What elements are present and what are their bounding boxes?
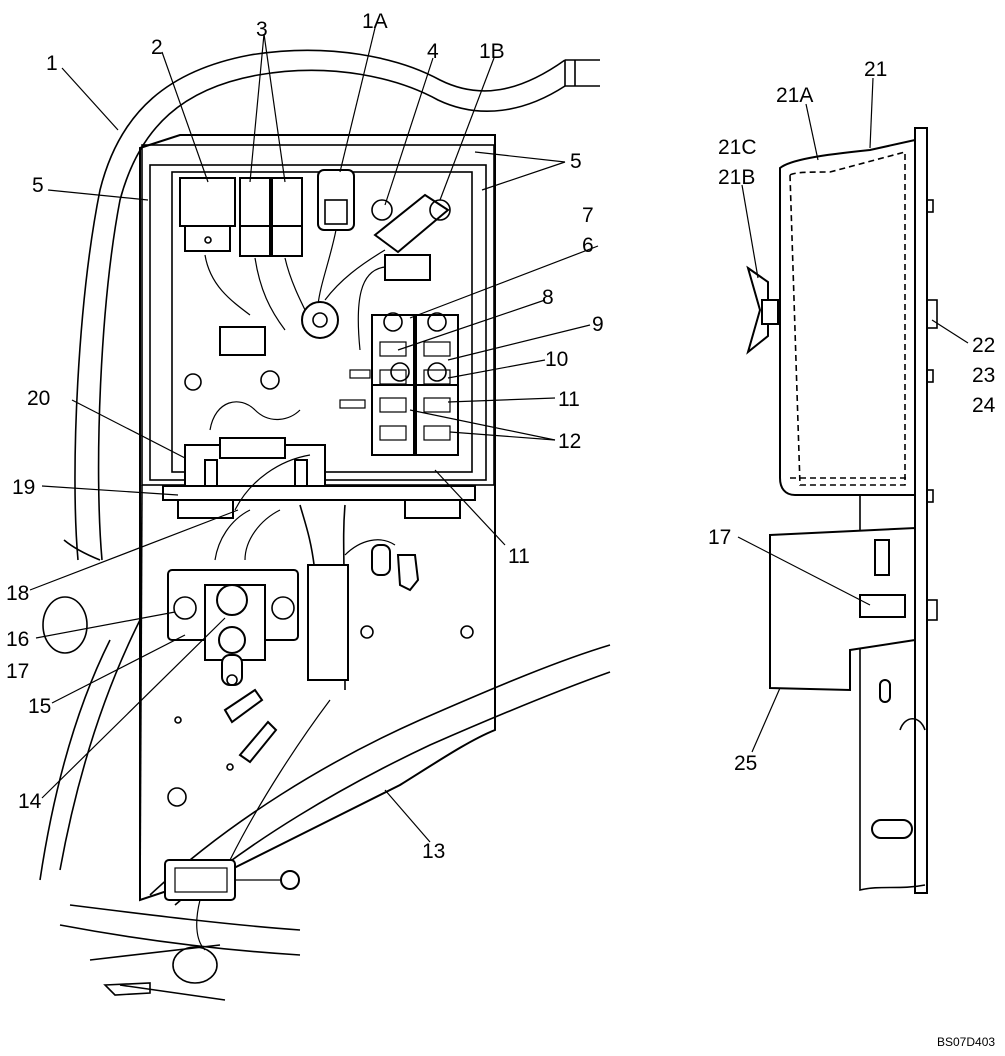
harness-bundle <box>223 504 420 861</box>
label-20: 20 <box>27 387 50 410</box>
lower-module <box>162 401 476 519</box>
label-21c: 21C <box>718 136 757 159</box>
label-11-lower: 11 <box>508 545 530 568</box>
main-cable <box>39 596 611 1001</box>
label-21a: 21A <box>776 84 813 107</box>
wing-nut <box>746 265 779 355</box>
label-3: 3 <box>256 18 268 41</box>
harness-tube <box>63 49 600 561</box>
label-16: 16 <box>6 628 29 651</box>
label-23: 23 <box>972 364 995 387</box>
label-1a: 1A <box>362 10 388 33</box>
connector-1a <box>317 169 355 306</box>
bottom-connector <box>164 859 300 951</box>
label-4: 4 <box>427 40 439 63</box>
label-6: 6 <box>582 234 594 257</box>
label-17-left: 17 <box>6 660 29 683</box>
connector-1b <box>324 193 451 301</box>
label-10: 10 <box>545 348 568 371</box>
label-21b: 21B <box>718 166 755 189</box>
label-17-right: 17 <box>708 526 731 549</box>
label-13: 13 <box>422 840 445 863</box>
label-15: 15 <box>28 695 51 718</box>
label-9: 9 <box>592 313 604 336</box>
label-14: 14 <box>18 790 42 813</box>
label-25: 25 <box>734 752 757 775</box>
label-11-upper: 11 <box>558 388 580 411</box>
ground-stud <box>184 301 339 391</box>
label-22: 22 <box>972 334 995 357</box>
label-18: 18 <box>6 582 29 605</box>
connector-7 <box>357 254 431 351</box>
label-19: 19 <box>12 476 35 499</box>
label-24: 24 <box>972 394 996 417</box>
label-1b: 1B <box>479 40 505 63</box>
label-12: 12 <box>558 430 581 453</box>
label-5-left: 5 <box>32 174 44 197</box>
label-5-right: 5 <box>570 150 582 173</box>
callout-labels: 1 2 3 1A 4 1B 5 5 7 6 8 9 10 11 12 11 20… <box>6 10 996 1049</box>
drawing-code: BS07D403 <box>937 1035 995 1049</box>
label-8: 8 <box>542 286 554 309</box>
label-21: 21 <box>864 58 887 81</box>
fuse-block <box>339 312 459 456</box>
side-bracket <box>769 526 926 839</box>
solenoid-assembly <box>167 509 299 686</box>
label-1: 1 <box>46 52 58 75</box>
relay-block <box>179 177 311 331</box>
label-7: 7 <box>582 204 594 227</box>
side-cover <box>779 127 938 894</box>
leader-lines <box>29 27 969 843</box>
label-2: 2 <box>151 36 163 59</box>
